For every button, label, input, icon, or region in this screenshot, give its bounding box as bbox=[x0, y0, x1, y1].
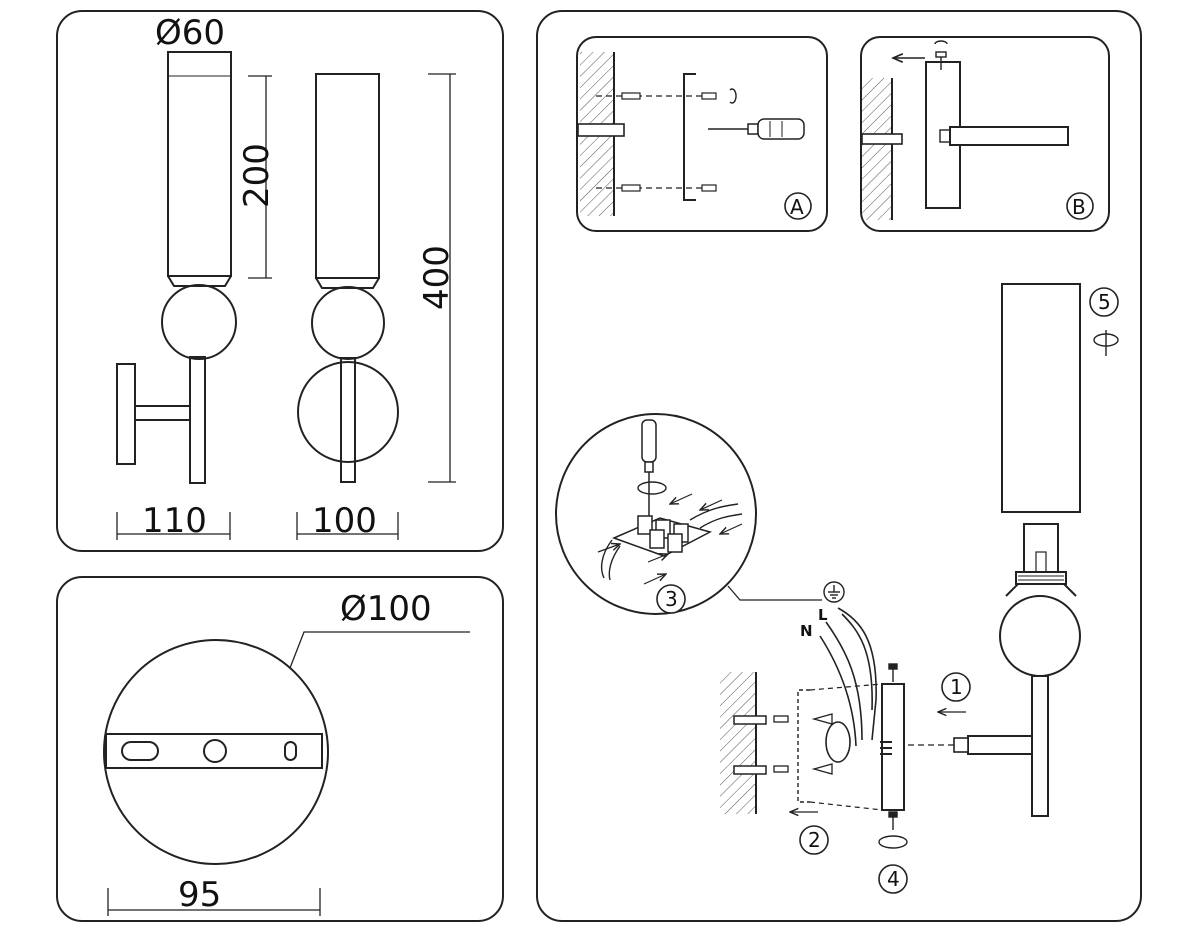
shade-height-label: 200 bbox=[237, 143, 277, 208]
dimensions-panel bbox=[56, 10, 504, 552]
front-view-lamp bbox=[297, 73, 399, 483]
depth-label: 110 bbox=[142, 501, 207, 541]
detail-b-inset bbox=[860, 36, 1110, 232]
step-4-label: 4 bbox=[887, 867, 900, 891]
total-height-label: 400 bbox=[417, 245, 457, 310]
live-wire-label: L bbox=[818, 606, 828, 624]
dimension-lines bbox=[116, 73, 456, 540]
screw-icon bbox=[934, 40, 948, 70]
screwdriver-icon bbox=[708, 118, 805, 140]
detail-a-drawing bbox=[577, 52, 812, 220]
ground-symbol-icon bbox=[823, 581, 845, 603]
assembly-drawing bbox=[555, 283, 1119, 894]
shade-diameter-label: Ø60 bbox=[155, 13, 225, 53]
step-1-label: 1 bbox=[950, 675, 963, 699]
neutral-wire-label: N bbox=[800, 622, 813, 640]
step-3-label: 3 bbox=[665, 587, 678, 611]
step-5-label: 5 bbox=[1098, 290, 1111, 314]
rotate-arrow-icon bbox=[729, 88, 737, 104]
base-diameter-label: Ø100 bbox=[340, 589, 432, 629]
detail-a-inset bbox=[576, 36, 828, 232]
hole-spacing-label: 95 bbox=[178, 875, 221, 915]
plate-width-label: 100 bbox=[312, 501, 377, 541]
side-view-lamp bbox=[116, 51, 237, 484]
step-2-label: 2 bbox=[808, 828, 821, 852]
detail-b-drawing bbox=[861, 40, 1094, 220]
screwdriver-icon bbox=[641, 419, 657, 520]
rotate-arrow-icon bbox=[825, 721, 851, 763]
detail-a-label: A bbox=[790, 195, 804, 219]
base-plate-drawing bbox=[103, 631, 470, 916]
detail-b-label: B bbox=[1072, 195, 1086, 219]
base-plate-panel bbox=[56, 576, 504, 922]
